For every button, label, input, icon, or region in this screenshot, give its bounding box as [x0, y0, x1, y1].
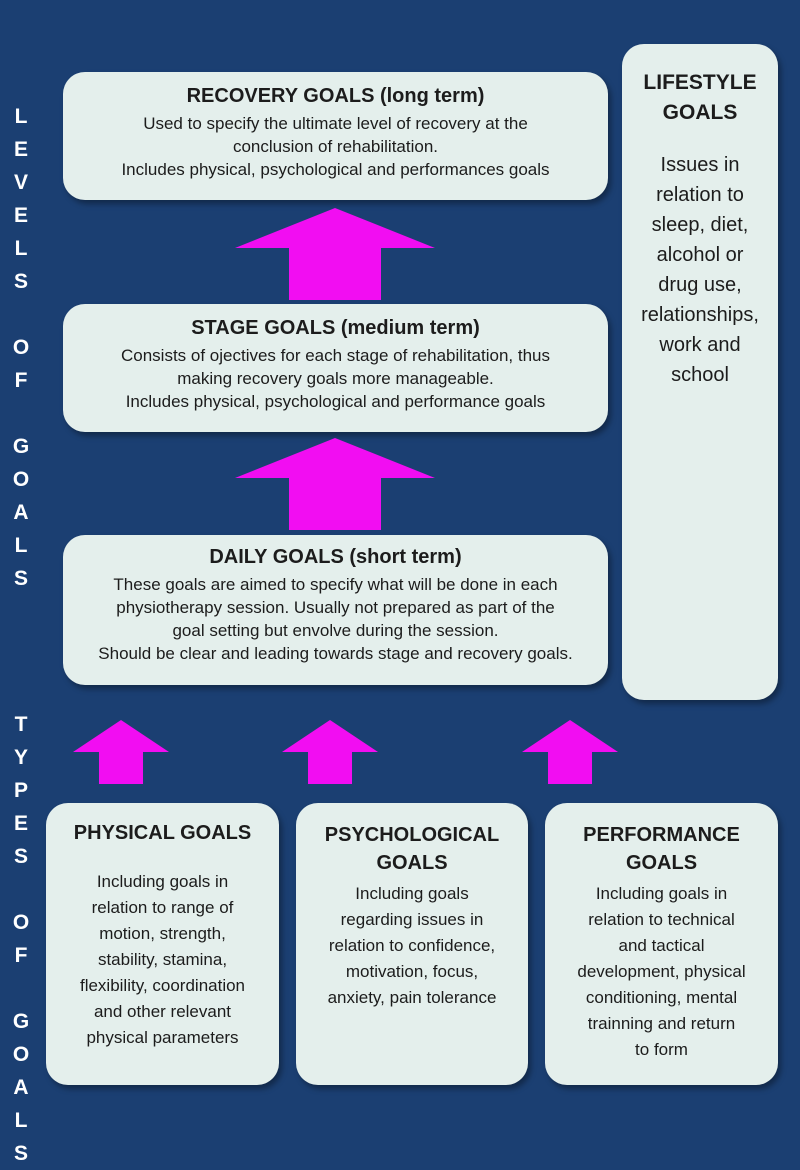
physical-goals-box: PHYSICAL GOALS Including goals in relati… — [46, 803, 279, 1085]
side-label-letter: P — [13, 779, 28, 802]
stage-goals-box: STAGE GOALS (medium term) Consists of oj… — [63, 304, 608, 432]
side-label-letter: O — [12, 336, 30, 359]
stage-goals-title: STAGE GOALS (medium term) — [191, 317, 480, 339]
side-label-letter: G — [12, 435, 30, 458]
side-label-letter: V — [13, 171, 28, 194]
physical-goals-text: Including goals in relation to range of … — [79, 872, 246, 1047]
arrow-up-icon — [235, 208, 435, 300]
side-label-letter: O — [12, 468, 30, 491]
side-label-letter: T — [14, 713, 28, 736]
side-label-letter: E — [13, 812, 28, 835]
side-label-letter — [6, 397, 36, 430]
recovery-goals-box: RECOVERY GOALS (long term) Used to speci… — [63, 72, 608, 200]
side-label-letter — [6, 298, 36, 331]
arrow-up-icon — [282, 720, 378, 784]
psychological-goals-box: PSYCHOLOGICAL GOALS Including goals rega… — [296, 803, 528, 1085]
side-label-letter: S — [13, 270, 28, 293]
stage-goals-text: Consists of ojectives for each stage of … — [120, 346, 550, 411]
performance-goals-title: PERFORMANCE GOALS — [583, 824, 740, 874]
side-label-letter: S — [13, 845, 28, 868]
arrow-up-icon — [235, 438, 435, 530]
lifestyle-goals-text: Issues in relation to sleep, diet, alcoh… — [641, 154, 759, 386]
side-label-letter: O — [12, 911, 30, 934]
performance-goals-box: PERFORMANCE GOALS Including goals in rel… — [545, 803, 778, 1085]
side-label-letter: L — [14, 237, 28, 260]
performance-goals-text: Including goals in relation to technical… — [577, 884, 746, 1059]
recovery-goals-title: RECOVERY GOALS (long term) — [186, 85, 485, 107]
side-label-letter: E — [13, 204, 28, 227]
side-label-letter: E — [13, 138, 28, 161]
side-label-letter: L — [14, 1109, 28, 1132]
recovery-goals-text: Used to specify the ultimate level of re… — [121, 114, 550, 179]
side-label-letter: G — [12, 1010, 30, 1033]
lifestyle-goals-title: LIFESTYLE GOALS — [643, 71, 757, 124]
side-label-letter: Y — [13, 746, 28, 769]
side-label-letter: F — [14, 944, 28, 967]
lifestyle-goals-box: LIFESTYLE GOALS Issues in relation to sl… — [622, 44, 778, 700]
side-label-letter: S — [13, 1142, 28, 1165]
psychological-goals-text: Including goals regarding issues in rela… — [327, 884, 497, 1007]
side-label-letter: S — [13, 567, 28, 590]
psychological-goals-title: PSYCHOLOGICAL GOALS — [324, 824, 500, 874]
side-label-letter: L — [14, 105, 28, 128]
daily-goals-title: DAILY GOALS (short term) — [209, 546, 462, 568]
arrow-up-icon — [522, 720, 618, 784]
side-label-letter: F — [14, 369, 28, 392]
daily-goals-text: These goals are aimed to specify what wi… — [98, 575, 573, 663]
side-label-letter: O — [12, 1043, 30, 1066]
daily-goals-box: DAILY GOALS (short term) These goals are… — [63, 535, 608, 685]
side-label-letter: A — [13, 1076, 29, 1099]
arrow-up-icon — [73, 720, 169, 784]
side-label-letter — [6, 972, 36, 1005]
side-label-letter: L — [14, 534, 28, 557]
side-label-letter: A — [13, 501, 29, 524]
side-label-letter — [6, 873, 36, 906]
physical-goals-title: PHYSICAL GOALS — [73, 822, 252, 844]
